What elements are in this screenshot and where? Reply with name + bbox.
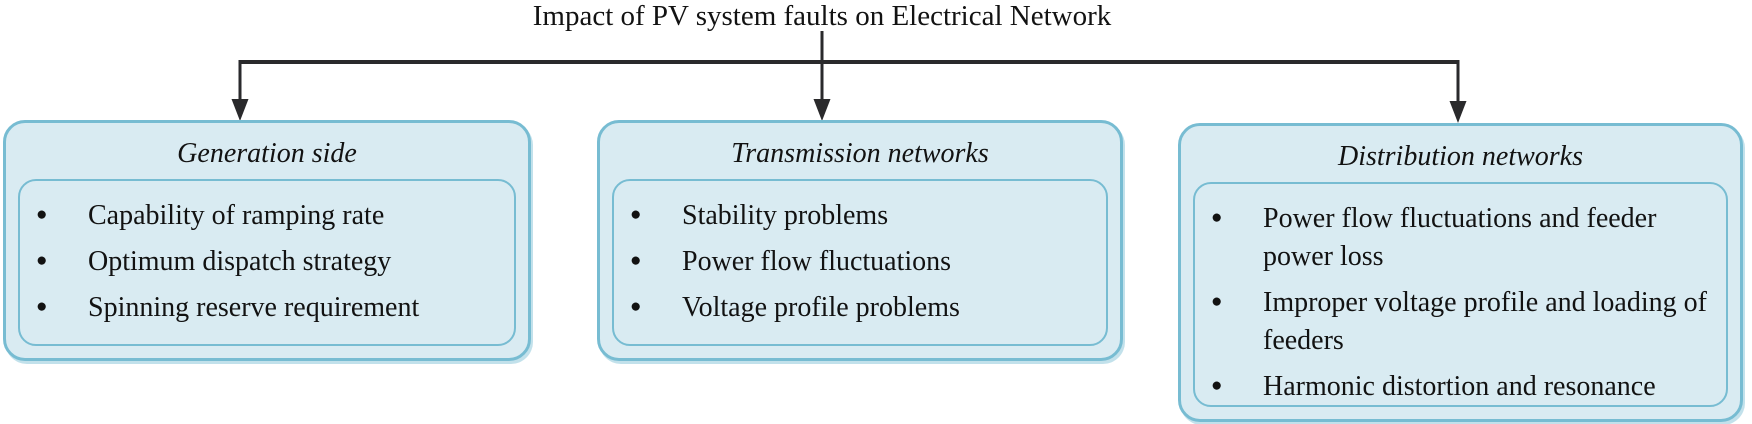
- list-item: ● Voltage profile problems: [614, 289, 1100, 327]
- bullet-icon: ●: [1211, 207, 1223, 228]
- branch-header: Transmission networks: [731, 138, 989, 169]
- bullet-icon: ●: [36, 296, 48, 317]
- list-item: ● Power flow fluctuations and feeder pow…: [1195, 200, 1720, 276]
- item-text: Improper voltage profile and loading of …: [1263, 287, 1707, 356]
- item-text: Power flow fluctuations and feeder power…: [1263, 203, 1657, 272]
- bullet-list: ● Stability problems ● Power flow fluctu…: [614, 181, 1106, 327]
- bullet-icon: ●: [36, 204, 48, 225]
- bullet-icon: ●: [630, 204, 642, 225]
- branch-items-panel: ● Stability problems ● Power flow fluctu…: [612, 179, 1108, 346]
- branch-items-panel: ● Capability of ramping rate ● Optimum d…: [18, 179, 516, 346]
- bullet-icon: ●: [630, 250, 642, 271]
- bullet-icon: ●: [1211, 375, 1223, 396]
- list-item: ● Improper voltage profile and loading o…: [1195, 284, 1720, 360]
- item-text: Capability of ramping rate: [88, 200, 385, 231]
- item-text: Voltage profile problems: [682, 292, 960, 323]
- item-text: Power flow fluctuations: [682, 246, 952, 277]
- list-item: ● Power flow fluctuations: [614, 243, 1100, 281]
- arrow-down-icon: [231, 99, 249, 121]
- bullet-icon: ●: [1211, 291, 1223, 312]
- branch-header: Generation side: [177, 138, 357, 169]
- diagram-title: Impact of PV system faults on Electrical…: [532, 0, 1112, 32]
- branch-box-distribution-networks: Distribution networks ● Power flow fluct…: [1178, 123, 1743, 422]
- list-item: ● Harmonic distortion and resonance: [1195, 368, 1720, 405]
- list-item: ● Spinning reserve requirement: [20, 289, 508, 327]
- list-item: ● Capability of ramping rate: [20, 197, 508, 235]
- bullet-icon: ●: [36, 250, 48, 271]
- list-item: ● Stability problems: [614, 197, 1100, 235]
- item-text: Spinning reserve requirement: [88, 292, 420, 323]
- branch-items-panel: ● Power flow fluctuations and feeder pow…: [1193, 182, 1728, 407]
- list-item: ● Optimum dispatch strategy: [20, 243, 508, 281]
- branch-box-transmission-networks: Transmission networks ● Stability proble…: [597, 120, 1123, 361]
- branch-header: Distribution networks: [1337, 141, 1583, 172]
- item-text: Harmonic distortion and resonance: [1263, 371, 1656, 402]
- bullet-list: ● Capability of ramping rate ● Optimum d…: [20, 181, 514, 327]
- bullet-icon: ●: [630, 296, 642, 317]
- item-text: Stability problems: [682, 200, 889, 231]
- item-text: Optimum dispatch strategy: [88, 246, 392, 277]
- bullet-list: ● Power flow fluctuations and feeder pow…: [1195, 184, 1726, 405]
- arrow-down-icon: [1449, 101, 1467, 123]
- branch-box-generation-side: Generation side ● Capability of ramping …: [3, 120, 531, 361]
- arrow-down-icon: [813, 99, 831, 121]
